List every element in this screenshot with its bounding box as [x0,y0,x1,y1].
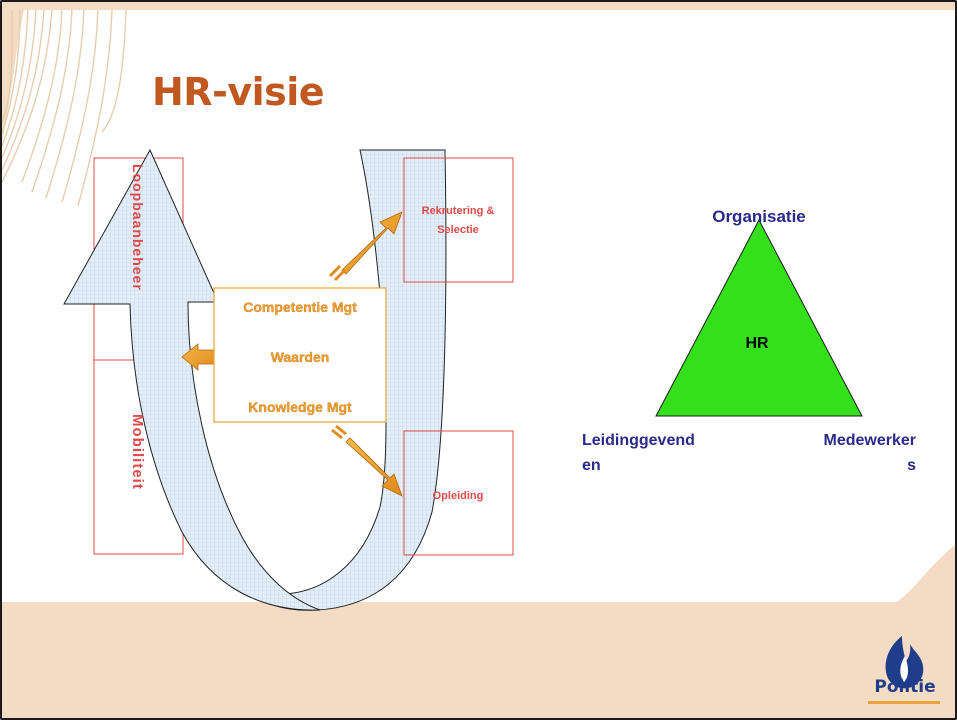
triangle-left-label-line1: Leidinggevend [582,432,695,449]
mobiliteit-label: Mobiliteit [129,414,146,490]
rekrutering-label-line1: Rekrutering & [422,205,495,217]
ribbon-left-arrow [63,148,321,611]
triangle-center-label: HR [745,335,769,352]
loopbaanbeheer-label: Loopbaanbeheer [130,164,146,291]
arrow-to-left [181,343,215,371]
center-box-line2: Waarden [271,349,330,365]
arrow-to-opleiding [331,424,403,497]
triangle-left-label-line2: en [582,457,601,474]
flame-icon [885,636,924,689]
arrow-to-rekrutering [328,211,403,282]
center-box-line1: Competentie Mgt [243,299,357,315]
hr-triangle [655,218,863,417]
triangle-right-label-line1: Medewerker [824,432,917,449]
logo-underline [868,701,940,704]
rekrutering-label-line2: Selectie [437,224,479,236]
center-box [213,287,387,423]
triangle-top-label: Organisatie [712,207,806,226]
triangle-right-label-line2: s [907,457,916,474]
rekrutering-box [403,157,514,283]
corner-decoration [2,9,127,207]
opleiding-box [403,430,514,556]
slide-title: HR-visie [152,70,325,114]
politie-logo-label: Politie [874,677,936,697]
opleiding-label: Opleiding [433,490,484,502]
center-box-line3: Knowledge Mgt [248,399,352,415]
